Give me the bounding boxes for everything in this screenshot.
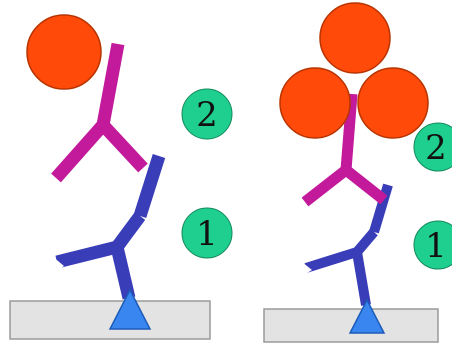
right-enzyme-circle-right [357, 67, 429, 139]
right-surface [263, 308, 439, 343]
right-enzyme-circle-top [319, 2, 391, 74]
right-number-2: 2 [413, 122, 452, 172]
left-number-1: 1 [181, 207, 233, 259]
left-secondary-antibody [51, 42, 148, 183]
right-primary-notch [302, 262, 312, 276]
left-number-2: 2 [181, 88, 233, 140]
right-number-1-label: 1 [425, 226, 447, 266]
right-panel: 2 1 [263, 2, 452, 343]
left-enzyme-circle [26, 14, 102, 90]
right-primary-antibody [304, 183, 393, 306]
left-surface [9, 300, 211, 340]
right-secondary-antibody [301, 93, 388, 207]
left-panel: 2 1 [9, 14, 233, 340]
right-number-2-label: 2 [425, 128, 447, 168]
right-number-1: 1 [413, 220, 452, 270]
right-anchor-triangle [348, 298, 386, 334]
right-enzyme-circle-left [279, 67, 351, 139]
left-anchor-triangle [108, 288, 152, 330]
left-number-1-label: 1 [196, 214, 218, 254]
left-primary-antibody [55, 154, 166, 300]
left-number-2-label: 2 [196, 95, 218, 135]
left-primary-notch [52, 256, 64, 274]
